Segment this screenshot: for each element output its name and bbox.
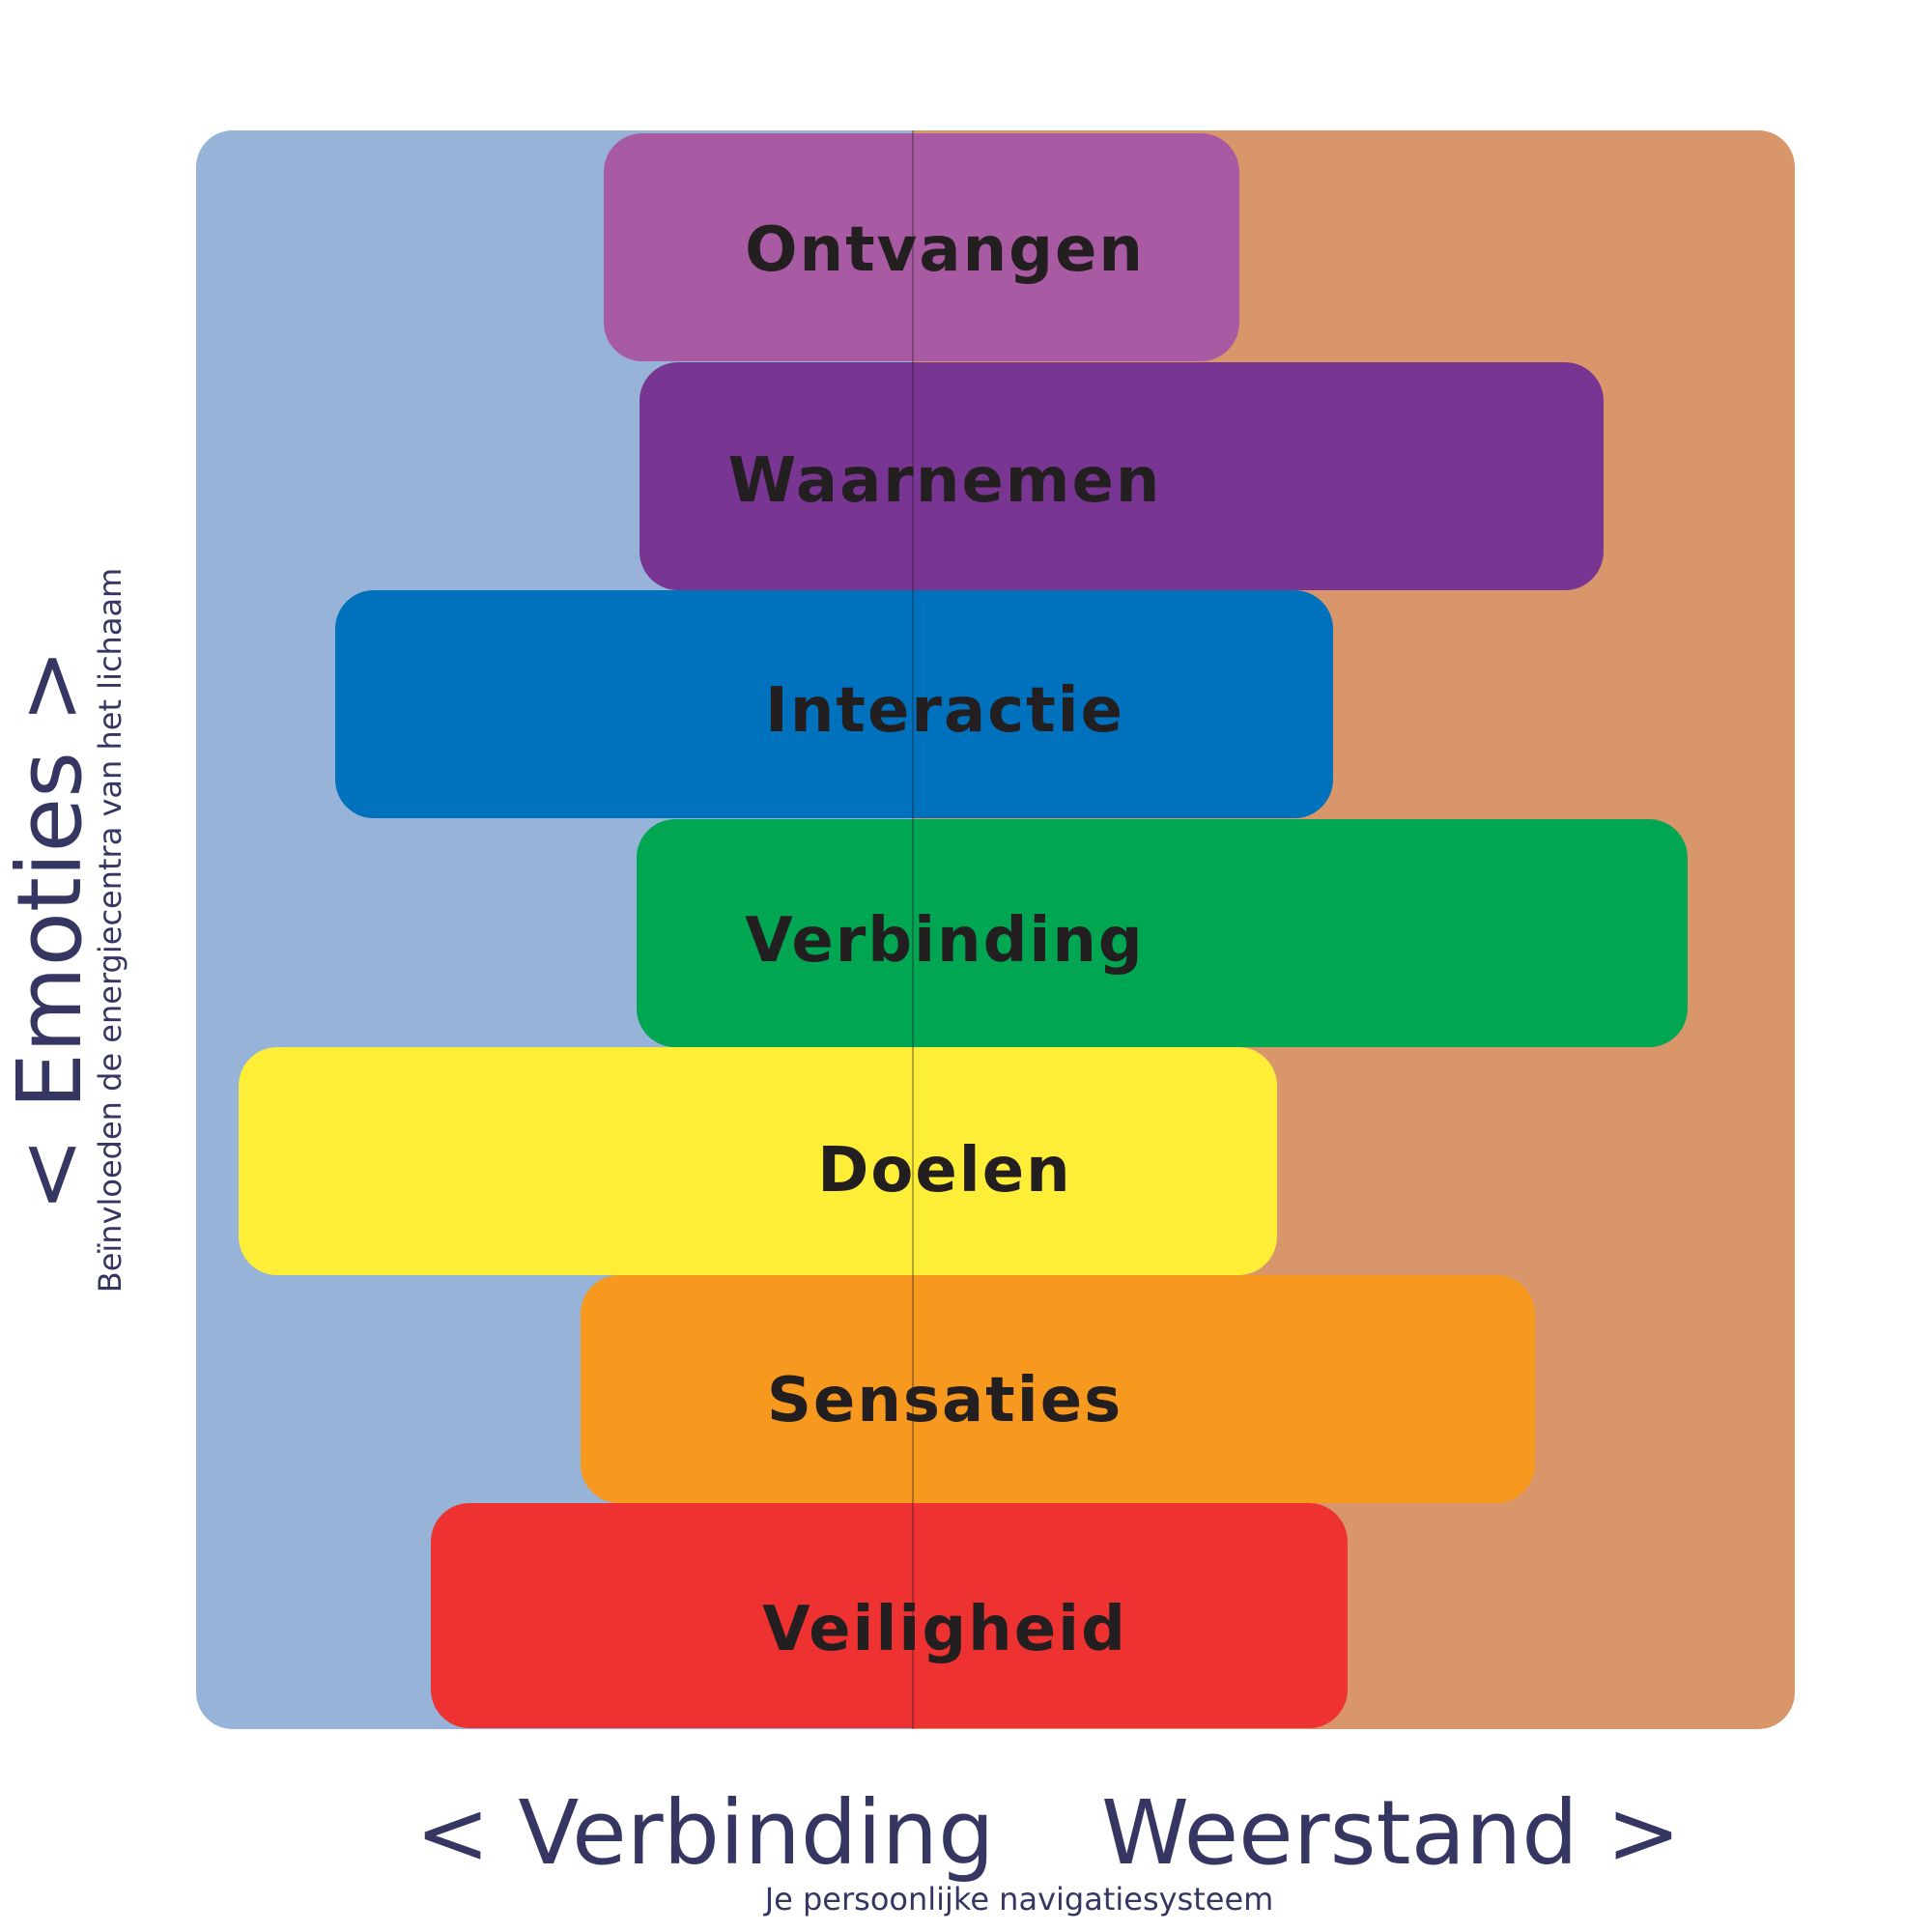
y-axis-caption: Beïnvloeden de energiecentra van het lic… [92,567,128,1293]
y-axis-title: < Emoties > [0,648,101,1212]
band-verbinding [637,819,1688,1047]
band-waarnemen [639,362,1604,590]
label-veiligheid: Veiligheid [762,1594,1127,1665]
x-axis-right-label: Weerstand > [1101,1781,1682,1885]
band-ontvangen [604,133,1239,361]
label-verbinding: Verbinding [745,905,1145,977]
band-interactie [335,590,1333,818]
center-divider [912,130,914,1729]
label-interactie: Interactie [765,675,1124,747]
band-sensaties [581,1275,1535,1503]
band-doelen [239,1047,1277,1275]
label-sensaties: Sensaties [766,1365,1123,1436]
label-waarnemen: Waarnemen [727,445,1162,517]
label-doelen: Doelen [817,1135,1072,1207]
label-ontvangen: Ontvangen [745,214,1145,286]
band-veiligheid [431,1503,1348,1728]
x-axis-left-label: < Verbinding [415,1781,995,1885]
x-axis-caption: Je persoonlijke navigatiesysteem [764,1881,1274,1918]
